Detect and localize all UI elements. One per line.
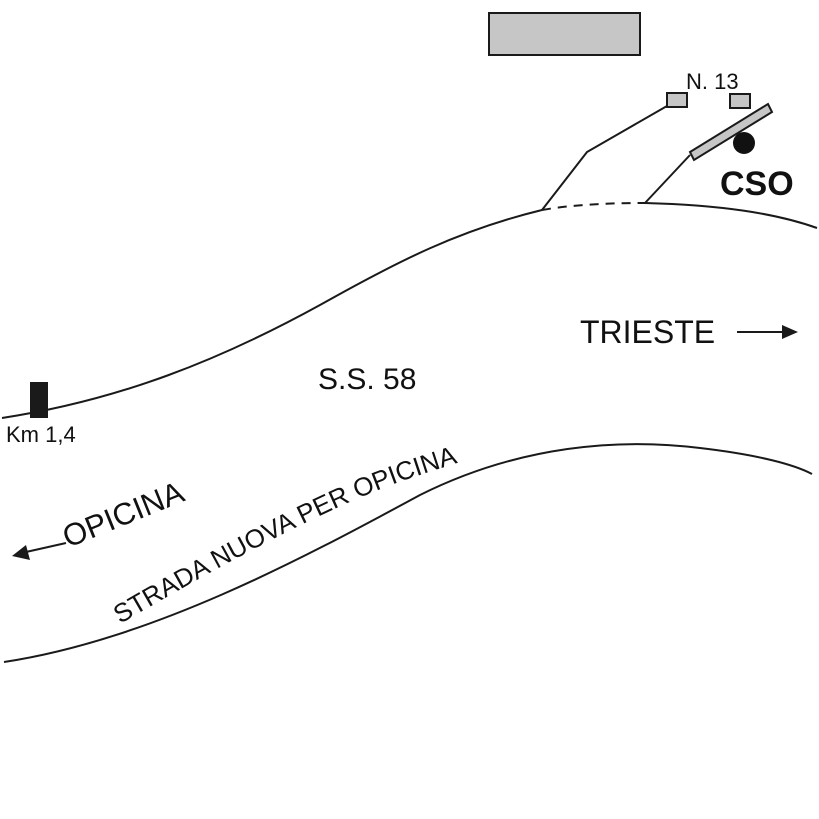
label-strada-nuova-path: STRADA NUOVA PER OPICINA	[108, 440, 461, 630]
filled-circle-icon	[733, 132, 755, 154]
arrow-left-icon	[12, 542, 67, 560]
road-ss58-dashed-segment	[541, 202, 646, 211]
km-marker-post	[30, 382, 48, 418]
label-cso: CSO	[720, 165, 794, 203]
small-building-left	[666, 92, 688, 108]
label-trieste: TRIESTE	[580, 314, 715, 350]
road-new-opicina-line	[3, 443, 813, 663]
label-n13: N. 13	[686, 69, 739, 94]
access-road-right	[644, 154, 691, 204]
angled-building	[688, 102, 774, 162]
road-ss58-line	[1, 209, 543, 419]
label-km: Km 1,4	[6, 422, 76, 447]
access-road-left	[541, 105, 668, 211]
road-ss58-east-line	[644, 202, 818, 229]
arrow-right-icon	[737, 325, 798, 339]
label-strada-nuova: STRADA NUOVA PER OPICINA	[108, 440, 461, 630]
building-block	[488, 12, 641, 56]
small-building-right	[729, 93, 751, 109]
label-opicina: OPICINA	[58, 474, 190, 554]
label-ss58: S.S. 58	[318, 363, 416, 396]
